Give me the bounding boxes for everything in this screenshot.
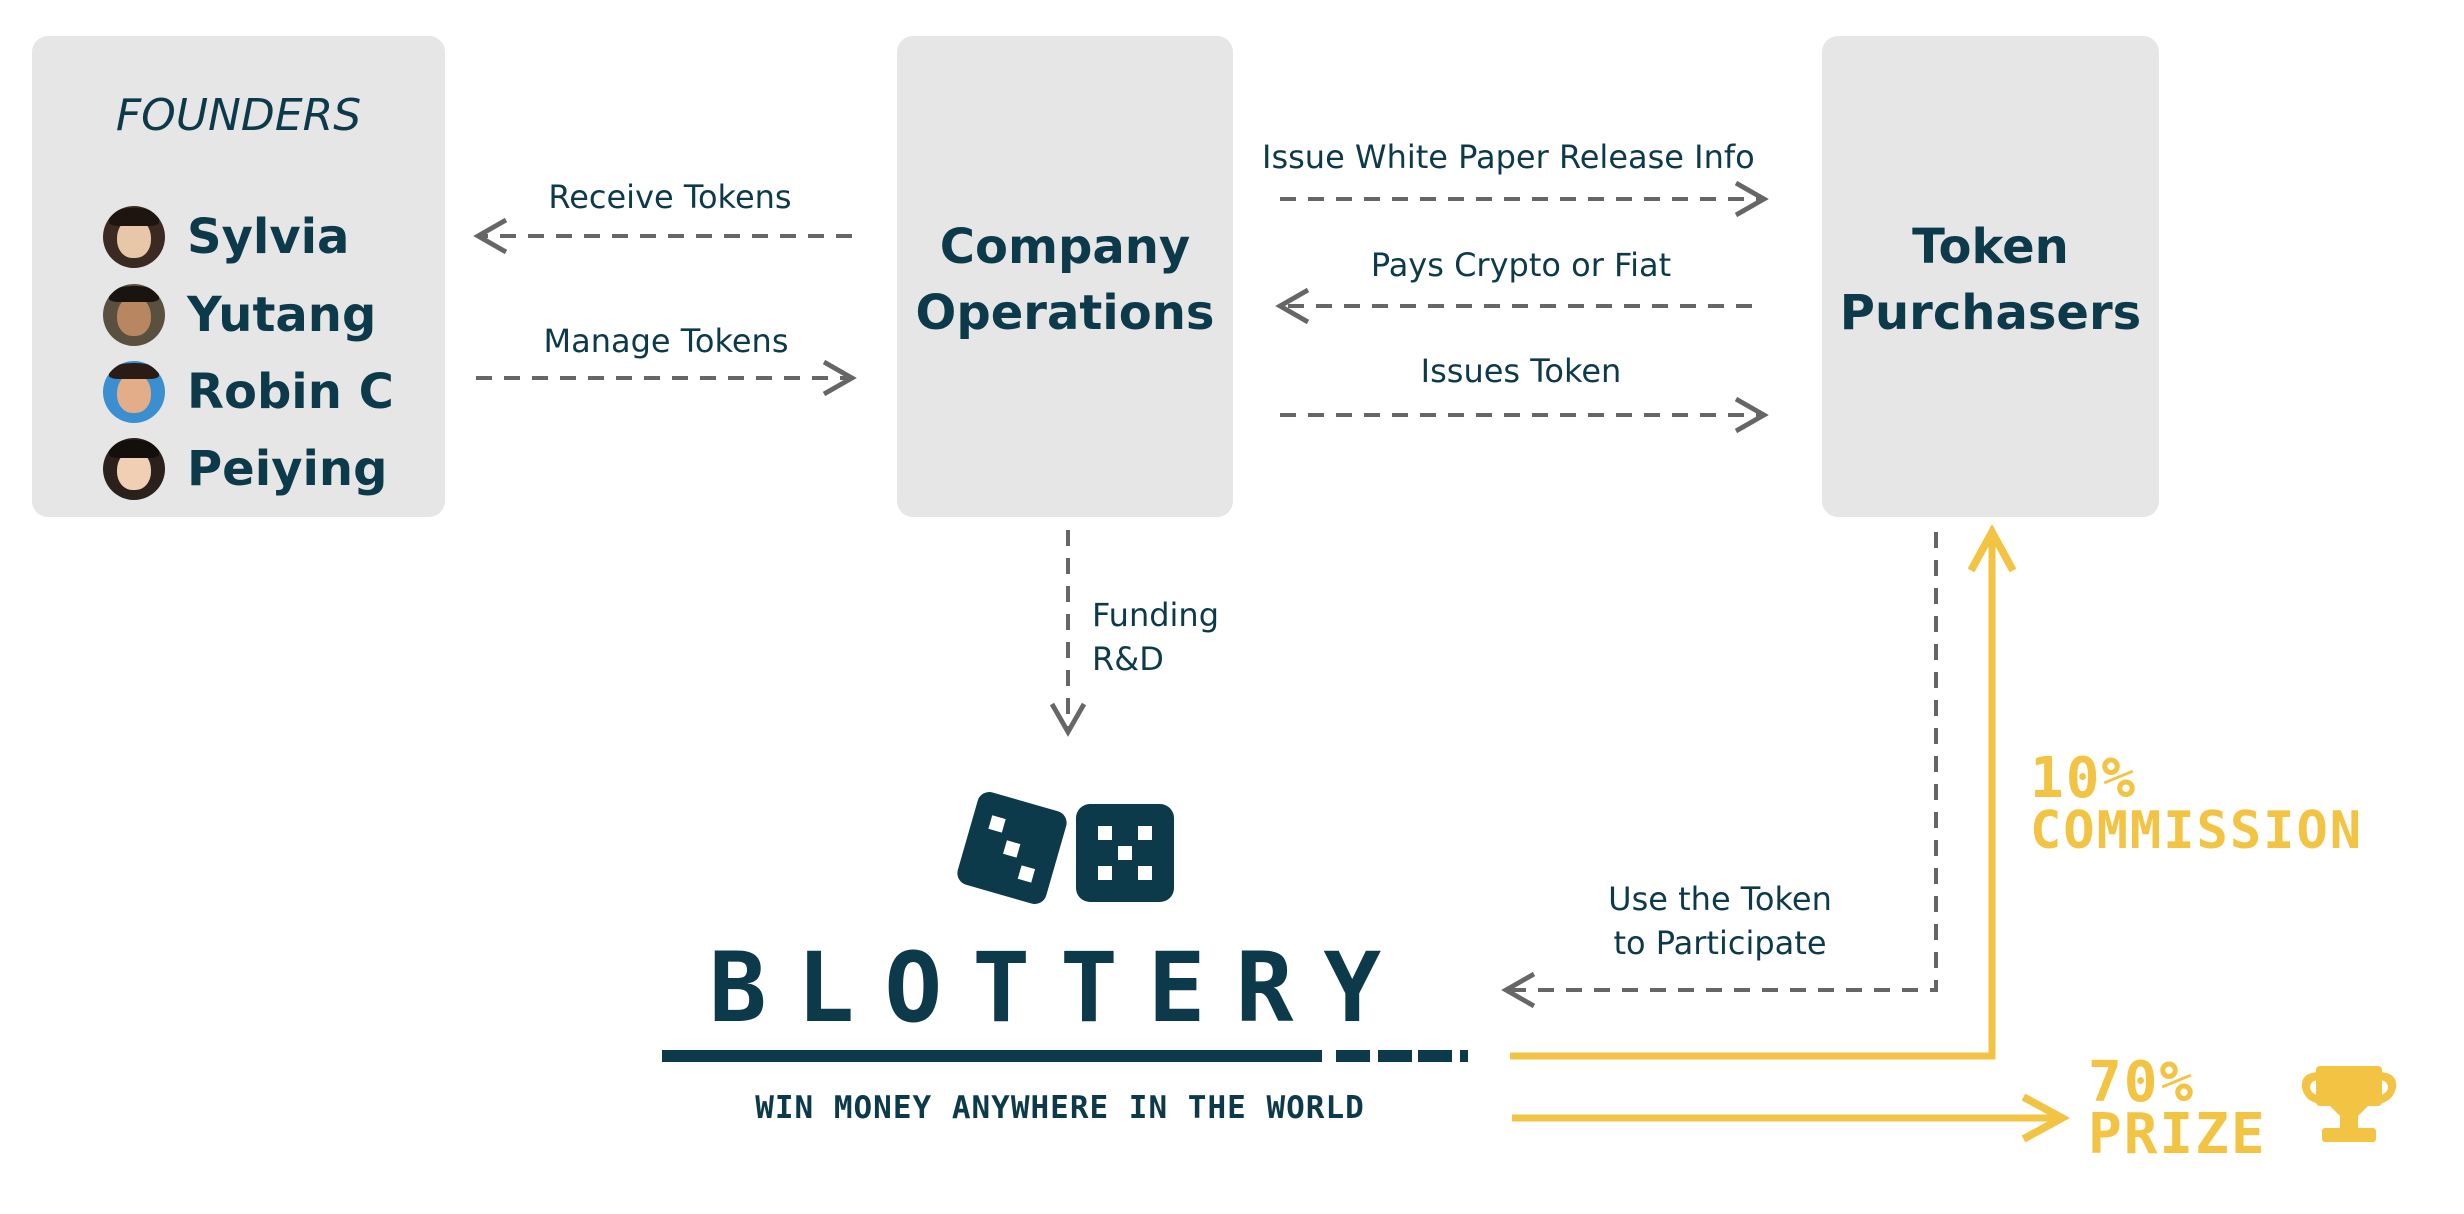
- commission-arrow: [1510, 523, 2017, 1060]
- participate-label: to Participate: [1613, 924, 1827, 962]
- token-purchasers-box: Token Purchasers: [1822, 36, 2159, 517]
- founder-row: Yutang: [103, 282, 376, 348]
- prize-label: PRIZE: [2088, 1102, 2267, 1167]
- prize-percent: 70%: [2088, 1050, 2196, 1115]
- founder-avatar-icon: [103, 284, 165, 346]
- trophy-icon: [2301, 1066, 2397, 1142]
- founder-name: Robin C: [187, 364, 394, 420]
- blottery-tagline: WIN MONEY ANYWHERE IN THE WORLD: [755, 1090, 1365, 1126]
- founder-avatar-icon: [103, 438, 165, 500]
- dice-icon: [957, 792, 1174, 904]
- founder-avatar-icon: [103, 361, 165, 423]
- issues-token-label: Issues Token: [1420, 352, 1622, 390]
- rnd-label: R&D: [1092, 640, 1164, 678]
- funding-label: Funding: [1092, 596, 1220, 634]
- pays-crypto-label: Pays Crypto or Fiat: [1370, 246, 1672, 284]
- commission-percent: 10%: [2030, 746, 2138, 811]
- founder-name: Peiying: [187, 441, 388, 497]
- founders-box: FOUNDERS Sylvia Yutang Robin C Peiying: [32, 36, 445, 517]
- founder-name: Sylvia: [187, 209, 350, 265]
- use-token-label: Use the Token: [1608, 880, 1832, 918]
- logo-underline: [662, 1050, 1468, 1062]
- use-token-arrow: [1501, 532, 1938, 1009]
- receive-tokens-label: Receive Tokens: [548, 178, 792, 216]
- founders-title: FOUNDERS: [115, 90, 362, 141]
- commission-label: COMMISSION: [2030, 801, 2364, 861]
- founder-row: Robin C: [103, 359, 394, 425]
- founder-row: Sylvia: [103, 204, 349, 270]
- blottery-logo-text: BLOTTERY: [708, 932, 1412, 1044]
- manage-tokens-label: Manage Tokens: [543, 322, 789, 360]
- founder-row: Peiying: [103, 436, 387, 502]
- founder-name: Yutang: [187, 287, 377, 343]
- founder-avatar-icon: [103, 206, 165, 268]
- white-paper-label: Issue White Paper Release Info: [1262, 138, 1755, 176]
- token-purchasers-title: Token Purchasers: [1839, 219, 2142, 341]
- company-operations-box: Company Operations: [897, 36, 1233, 517]
- company-operations-title: Company Operations: [915, 219, 1215, 341]
